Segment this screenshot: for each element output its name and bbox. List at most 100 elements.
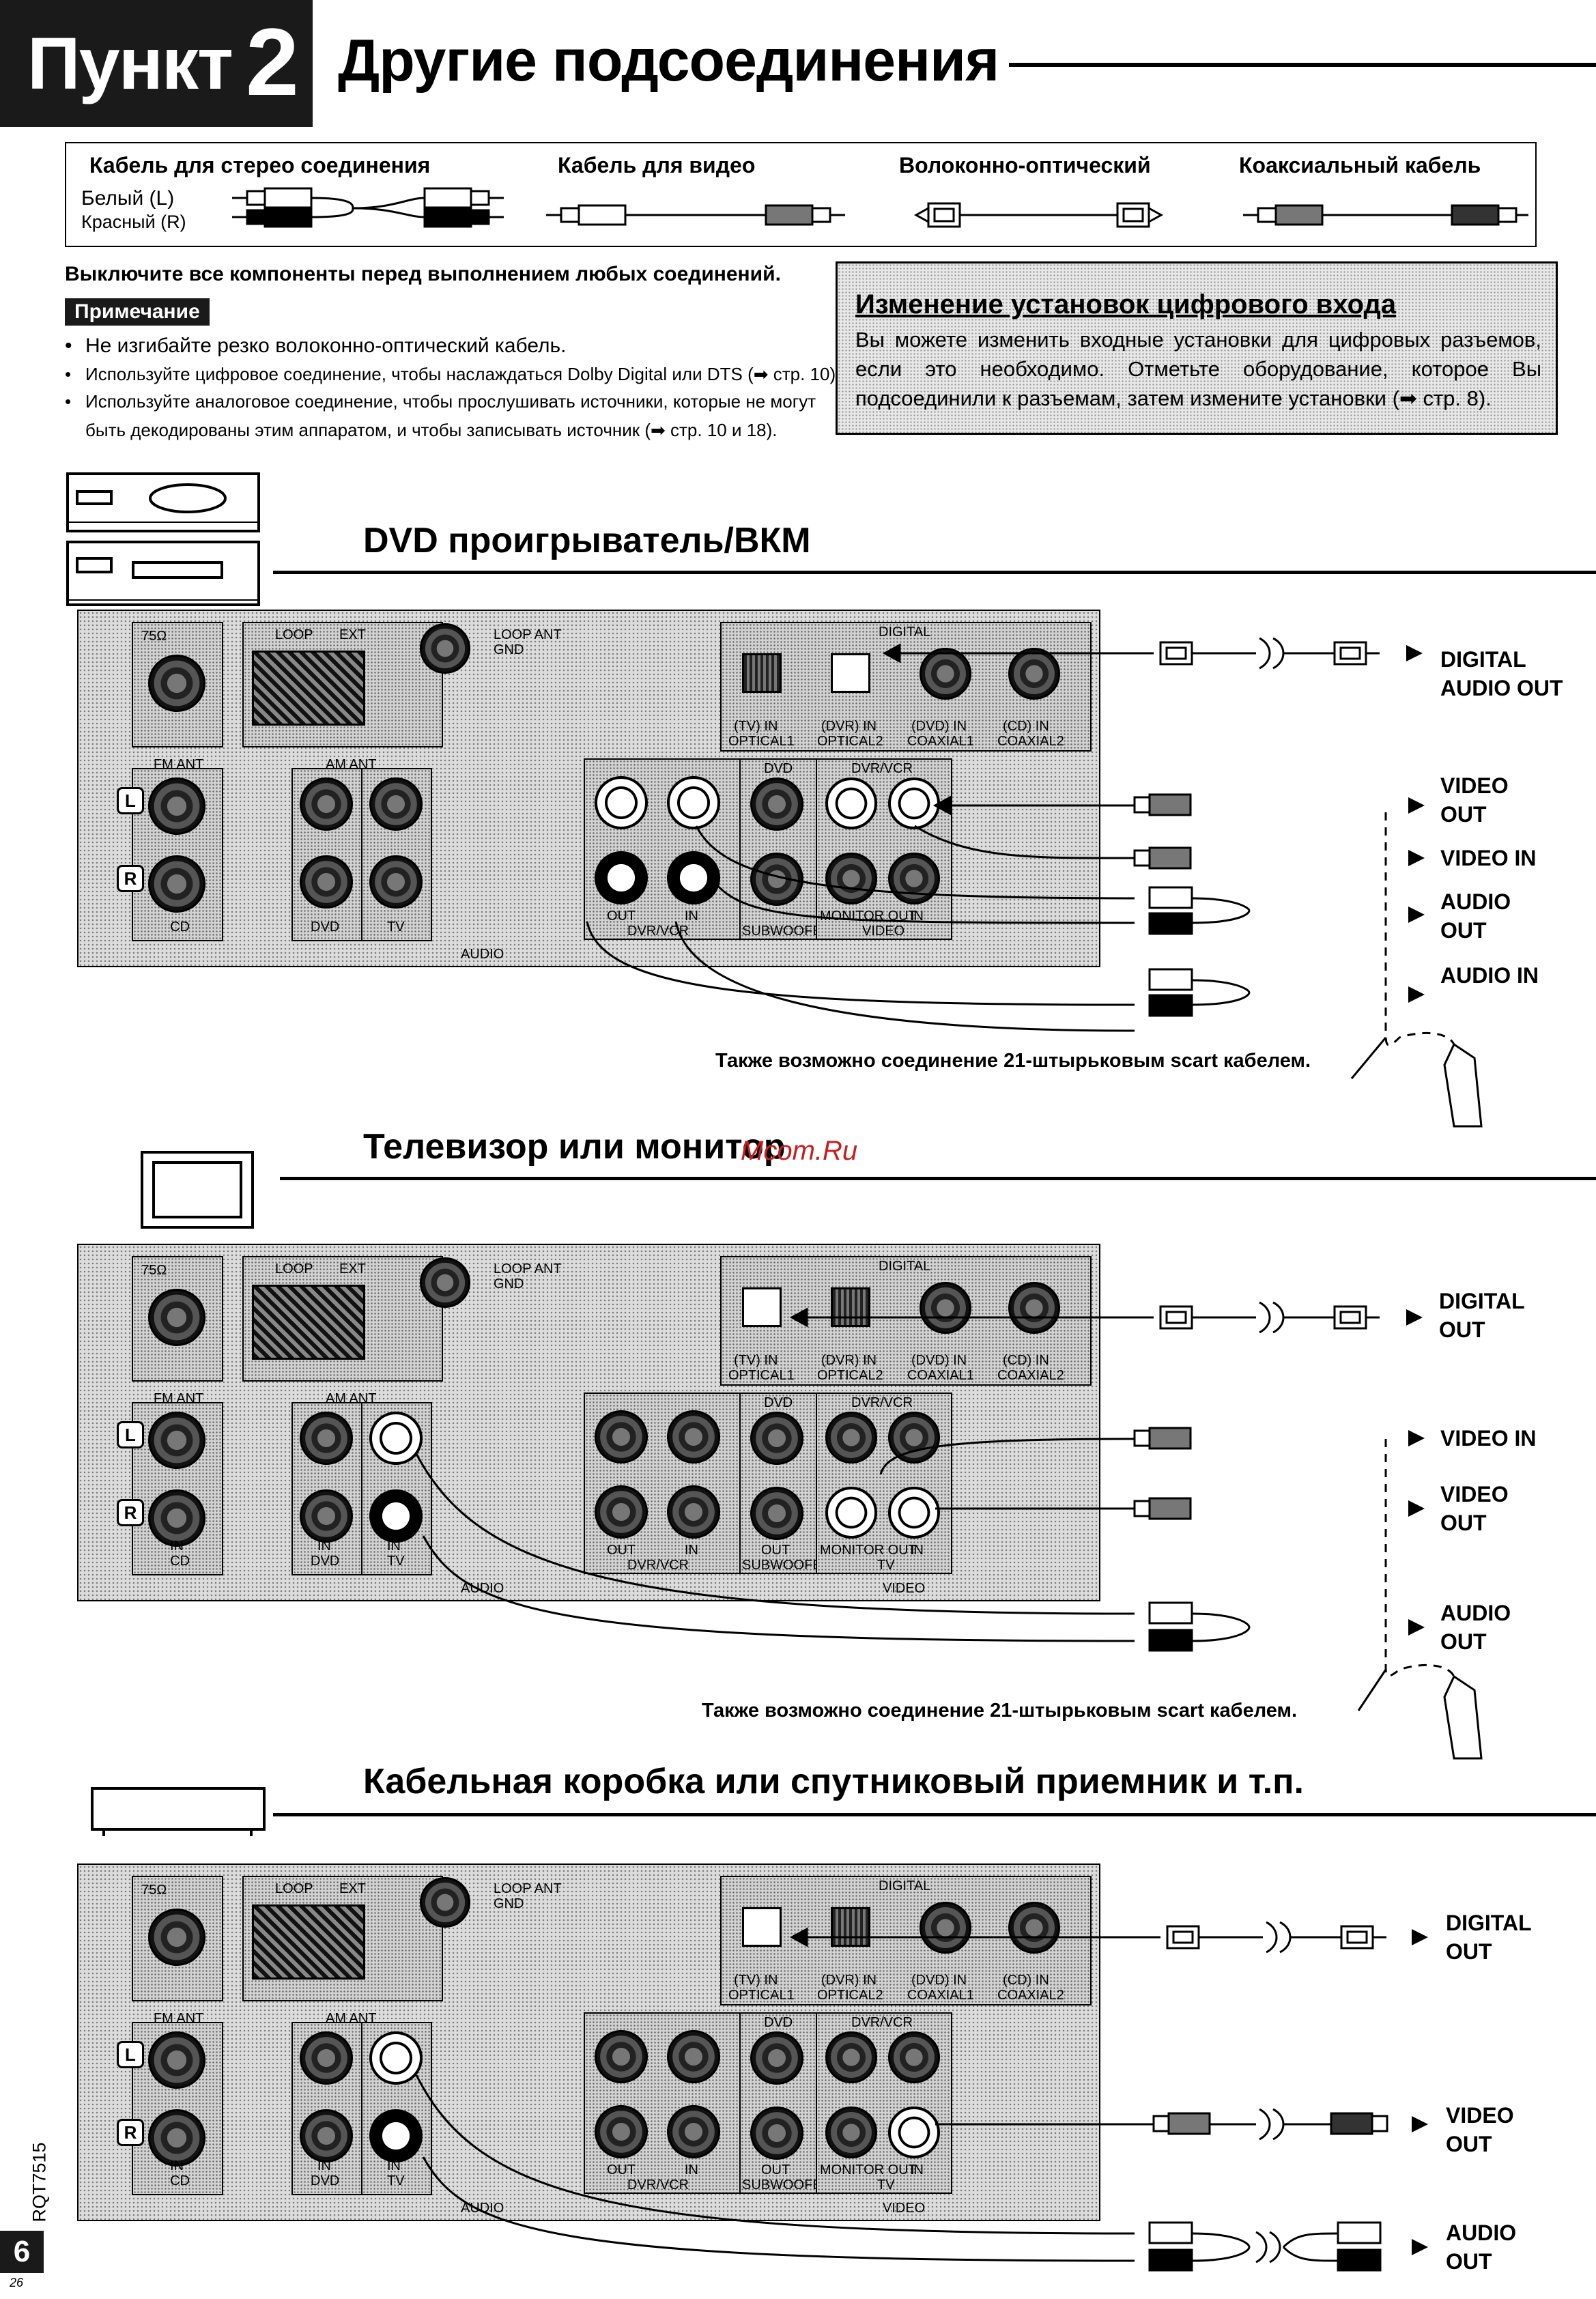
- dvr-audio-label: DVR/VCR: [627, 1558, 689, 1573]
- coaxial1-label: COAXIAL1: [907, 1368, 974, 1383]
- dvr-in-digital-label: (DVR) IN: [821, 1353, 877, 1368]
- optical2-dvr-jack: [831, 653, 870, 693]
- dvr-vcr-audio-block: OUT IN DVR/VCR: [584, 1393, 741, 1574]
- gnd-label: GND: [494, 1896, 524, 1911]
- tv-in-label: (TV) IN: [734, 719, 778, 734]
- fm-antenna-jack: [148, 655, 205, 712]
- optical1-label: OPTICAL1: [728, 1988, 795, 2003]
- receiver-rear-panel-tv: 75Ω FM ANT LOOP EXT AM ANT LOOP ANT GND …: [77, 1244, 1100, 1601]
- dvr-out-label: OUT: [607, 1543, 636, 1558]
- subwoofer-label: SUBWOOFER: [742, 2177, 832, 2193]
- receiver-rear-panel-cable: 75Ω FM ANT LOOP EXT AM ANT LOOP ANT GND …: [77, 1864, 1100, 2221]
- note-item: •Используйте аналоговое соединение, чтоб…: [65, 391, 816, 412]
- am-antenna-terminal: [252, 1285, 365, 1360]
- coaxial-cable-icon: [1243, 204, 1528, 226]
- dvr-audio-label: DVR/VCR: [627, 924, 689, 939]
- step-badge: Пункт 2: [0, 0, 313, 127]
- coaxial2-cd-jack: [1008, 1902, 1060, 1954]
- dvd-subwoofer-block: DVD OUT SUBWOOFER: [739, 1393, 831, 1574]
- dvd-in-label: (DVD) IN: [911, 1973, 967, 1988]
- tv-video-in-jack: [888, 1487, 940, 1539]
- coaxial1-dvd-jack: [920, 1282, 971, 1334]
- optical-cable-title: Волоконно-оптический: [899, 153, 1151, 177]
- dvd-audio-l-jack: [300, 2031, 353, 2085]
- fm-ohm-label: 75Ω: [141, 629, 167, 644]
- tv-in-label: (TV) IN: [734, 1353, 778, 1368]
- dvr-audio-label: DVR/VCR: [627, 2177, 689, 2193]
- dvr-video-out-jack: [825, 777, 877, 829]
- digital-inputs-block: DIGITAL (TV) IN (DVR) IN (DVD) IN (CD) I…: [720, 1876, 1092, 2005]
- dvd-audio-block: DVD: [291, 768, 362, 941]
- note-item: •Используйте цифровое соединение, чтобы …: [65, 364, 841, 384]
- monitor-out-label: MONITOR OUT: [820, 1543, 917, 1558]
- l-channel-marker: L: [117, 1421, 144, 1448]
- tv-video-in-jack: [888, 2107, 940, 2158]
- tv-audio-r-jack: [369, 1489, 423, 1543]
- signal-video-out: VIDEO OUT: [1440, 773, 1509, 827]
- subwoofer-out-label: OUT: [761, 1543, 790, 1558]
- dvd-video-in-jack: [750, 777, 803, 831]
- dvr-audio-in-l-jack: [667, 776, 720, 829]
- section-rule: [273, 1813, 1596, 1816]
- info-box-text: Вы можете изменить входные установки для…: [855, 328, 1541, 410]
- cd-r-jack: [148, 2109, 205, 2167]
- r-channel-marker: R: [117, 2119, 144, 2146]
- optical-cable-icon: [913, 202, 1164, 228]
- fm-ohm-label: 75Ω: [141, 1883, 167, 1898]
- cd-input-block: CD: [132, 768, 223, 941]
- dvr-audio-out-r-jack: [595, 2105, 648, 2158]
- cd-r-jack: [148, 1489, 205, 1547]
- video-in-label: IN: [910, 2162, 924, 2177]
- dvr-video-block: DVR/VCR MONITOR OUT IN TV: [816, 2012, 952, 2194]
- video-tv-label: TV: [877, 2177, 895, 2193]
- model-code-container: RQT7515: [26, 2130, 53, 2225]
- am-loop-label: LOOP: [275, 1881, 313, 1896]
- tv-video-in-jack: [888, 853, 940, 904]
- optical1-tv-jack: [742, 1907, 782, 1947]
- note-badge: Примечание: [65, 298, 210, 326]
- audio-group-label: AUDIO: [461, 2201, 504, 2216]
- digital-inputs-block: DIGITAL (TV) IN (DVR) IN (DVD) IN (CD) I…: [720, 622, 1092, 752]
- note-item-continued: быть декодированы этим аппаратом, и чтоб…: [85, 420, 778, 440]
- coaxial2-cd-jack: [1008, 1282, 1060, 1334]
- cd-in-label: IN: [170, 2158, 184, 2173]
- dvr-in-digital-label: (DVR) IN: [821, 1973, 877, 1988]
- video-group-label: VIDEO: [862, 924, 905, 939]
- optical2-label: OPTICAL2: [817, 734, 883, 749]
- am-ext-label: EXT: [339, 1261, 366, 1276]
- subwoofer-label: SUBWOOFER: [742, 924, 832, 939]
- note-item: •Не изгибайте резко волоконно-оптический…: [65, 334, 567, 357]
- digital-label: DIGITAL: [879, 625, 931, 640]
- tv-audio-r-jack: [369, 855, 423, 909]
- dvd-audio-label: DVD: [311, 1554, 340, 1569]
- video-dvr-label: DVR/VCR: [851, 1395, 913, 1410]
- tv-in-label: IN: [387, 1539, 401, 1554]
- coaxial2-cd-jack: [1008, 648, 1060, 700]
- cd-label: CD: [170, 2173, 190, 2188]
- dvr-video-out-jack: [825, 1412, 877, 1463]
- dvd-subwoofer-block: DVD OUT SUBWOOFER: [739, 2012, 831, 2194]
- dvd-subwoofer-block: DVD SUBWOOFER: [739, 758, 831, 940]
- dvr-video-block: DVR/VCR MONITOR OUT IN TV: [816, 1393, 952, 1574]
- monitor-out-jack: [825, 2107, 877, 2158]
- loop-ant-gnd-terminal: [420, 623, 470, 674]
- tv-audio-block: IN TV: [361, 1402, 432, 1575]
- signal-audio-out: AUDIO OUT: [1440, 1601, 1511, 1654]
- video-in-label: IN: [910, 1543, 924, 1558]
- scart-note-dvd: Также возможно соединение 21-штырьковым …: [715, 1050, 1311, 1072]
- dvr-video-in-jack: [888, 1412, 940, 1463]
- subwoofer-label: SUBWOOFER: [742, 1558, 832, 1573]
- dvd-audio-l-jack: [300, 777, 353, 831]
- optical2-label: OPTICAL2: [817, 1368, 883, 1383]
- am-antenna-block: LOOP EXT AM ANT: [242, 622, 443, 772]
- tv-audio-label: TV: [387, 2173, 405, 2188]
- am-antenna-block: LOOP EXT AM ANT: [242, 1256, 443, 1406]
- section-title-dvd: DVD проигрыватель/ВКМ: [363, 521, 811, 560]
- coaxial2-label: COAXIAL2: [997, 1368, 1064, 1383]
- coaxial1-dvd-jack: [920, 1902, 971, 1954]
- fm-antenna-block: 75Ω FM ANT: [132, 1256, 223, 1406]
- video-dvd-label: DVD: [764, 2015, 793, 2030]
- cd-l-jack: [148, 777, 205, 835]
